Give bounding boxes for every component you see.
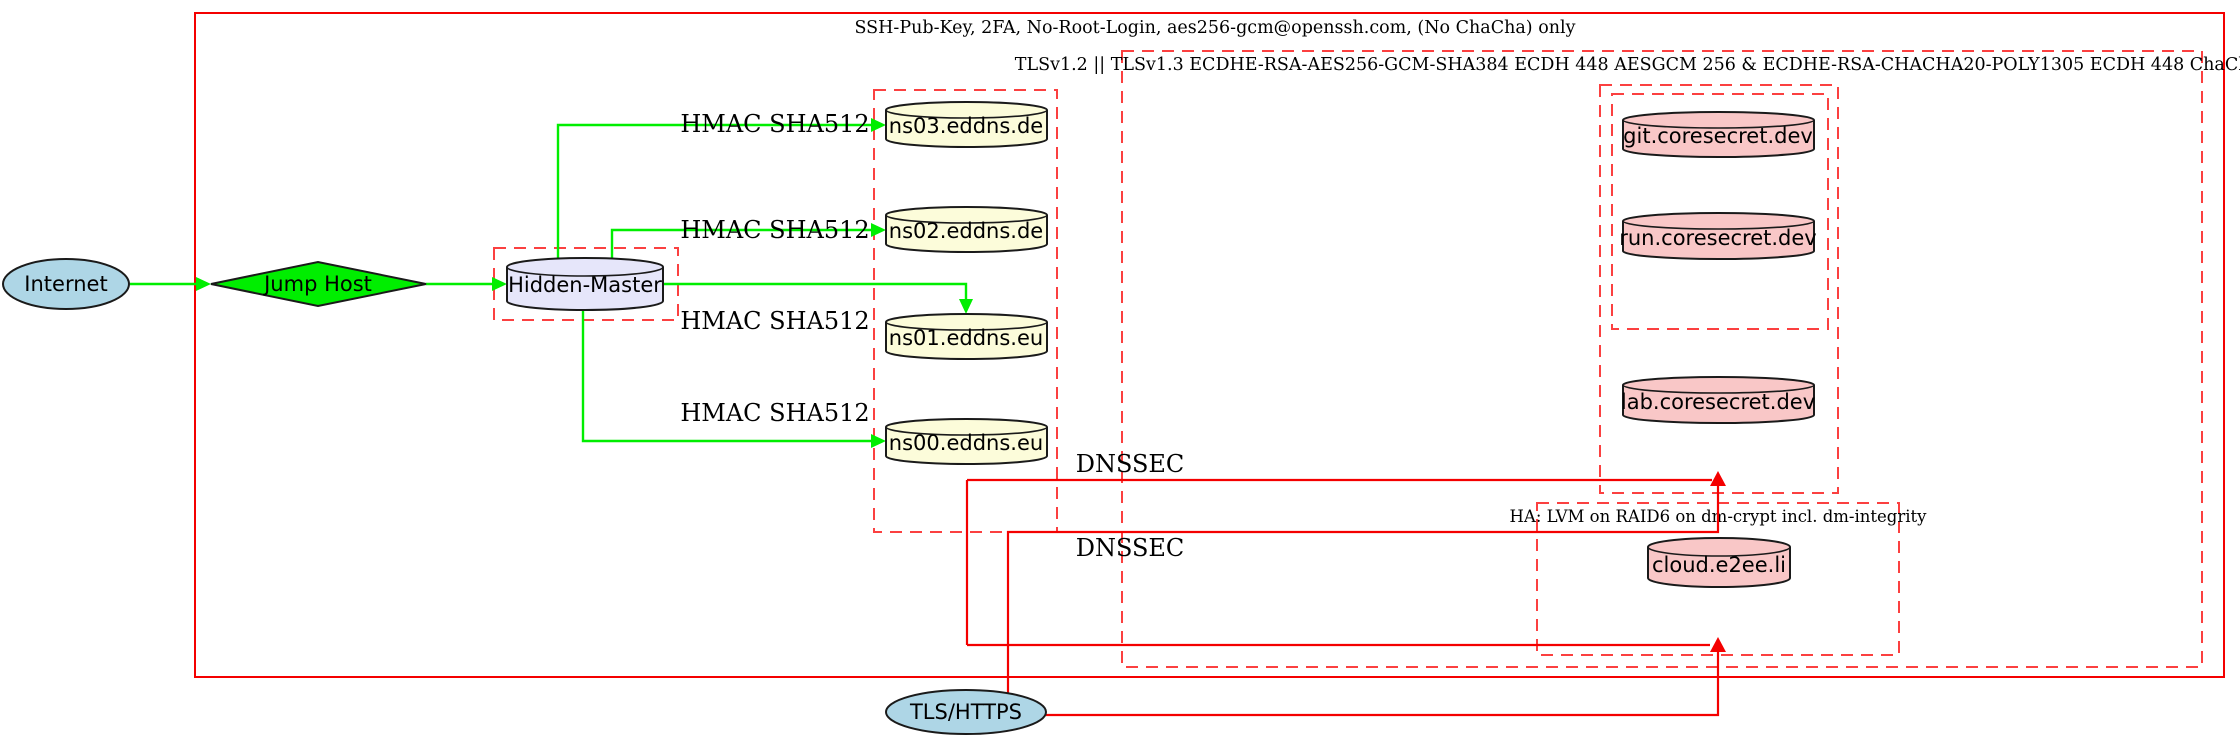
node-git-rim: [1622, 119, 1815, 129]
dev-inner-cluster-box: [1611, 93, 1829, 330]
node-ns03: [885, 101, 1048, 148]
arrowhead-jumphost-hiddenmaster: [492, 277, 507, 291]
edge-label-hmac-ns01: HMAC SHA512: [680, 307, 869, 335]
node-ns01-label: ns01.eddns.eu: [889, 326, 1043, 350]
node-tls-https-label: TLS/HTTPS: [909, 700, 1022, 724]
node-ns02: [885, 206, 1048, 253]
edge-label-hmac-ns00: HMAC SHA512: [680, 399, 869, 427]
node-cloud: [1647, 537, 1791, 588]
node-run: [1622, 212, 1815, 260]
edge-tls-to-dev-cluster: [1006, 478, 1720, 693]
node-internet-label: Internet: [24, 272, 107, 296]
tls-cluster-box: [1121, 50, 2203, 668]
arrowhead-ns03: [871, 118, 886, 132]
node-ns00: [885, 418, 1048, 465]
ssh-cluster-box: [194, 12, 2225, 678]
edge-label-hmac-ns03: HMAC SHA512: [680, 110, 869, 138]
arrowhead-ns02: [871, 223, 886, 237]
edge-hiddenmaster-ns02: [610, 228, 872, 258]
node-run-label: run.coresecret.dev: [1619, 226, 1817, 250]
node-ns00-rim: [885, 426, 1048, 436]
node-hidden-master-rim: [506, 266, 664, 277]
arrowhead-dev-cluster: [1710, 471, 1726, 486]
node-run-rim: [1622, 220, 1815, 230]
edge-label-dnssec-2: DNSSEC: [1076, 534, 1185, 562]
node-ns03-rim: [885, 109, 1048, 119]
node-ns02-label: ns02.eddns.de: [889, 219, 1043, 243]
edge-label-dnssec-1: DNSSEC: [1076, 450, 1185, 478]
dns-cluster-box: [873, 89, 1058, 533]
node-lab-rim: [1622, 384, 1815, 394]
arrowhead-ns01: [959, 299, 973, 314]
node-ns02-rim: [885, 214, 1048, 224]
tls-cluster-label: TLSv1.2 || TLSv1.3 ECDHE-RSA-AES256-GCM-…: [1015, 55, 2240, 75]
edge-hiddenmaster-ns01: [663, 282, 968, 300]
node-ns03-label: ns03.eddns.de: [889, 114, 1043, 138]
node-hidden-master-label: Hidden-Master: [508, 273, 662, 297]
node-hidden-master: [506, 257, 664, 311]
node-internet: [2, 258, 130, 310]
node-cloud-rim: [1647, 546, 1791, 557]
edge-hiddenmaster-ns03: [556, 123, 872, 258]
node-ns01-rim: [885, 321, 1048, 331]
arrowhead-internet-jumphost: [196, 277, 211, 291]
arrowhead-ha-cluster: [1710, 637, 1726, 652]
edge-label-hmac-ns02: HMAC SHA512: [680, 216, 869, 244]
ssh-cluster-label: SSH-Pub-Key, 2FA, No-Root-Login, aes256-…: [855, 18, 1576, 38]
node-git: [1622, 111, 1815, 158]
node-git-label: git.coresecret.dev: [1623, 124, 1813, 148]
node-ns01: [885, 313, 1048, 360]
edge-hiddenmaster-ns00: [581, 310, 872, 443]
arrowhead-ns00: [871, 434, 886, 448]
node-jump-host: [210, 260, 427, 308]
node-cloud-label: cloud.e2ee.li: [1652, 553, 1786, 577]
node-jump-host-label: Jump Host: [262, 272, 372, 296]
edge-tls-to-ha-cluster: [1046, 645, 1720, 717]
node-ns00-label: ns00.eddns.eu: [889, 431, 1043, 455]
node-tls-https: [885, 689, 1047, 735]
node-lab-label: lab.coresecret.dev: [1621, 390, 1815, 414]
node-lab: [1622, 376, 1815, 424]
